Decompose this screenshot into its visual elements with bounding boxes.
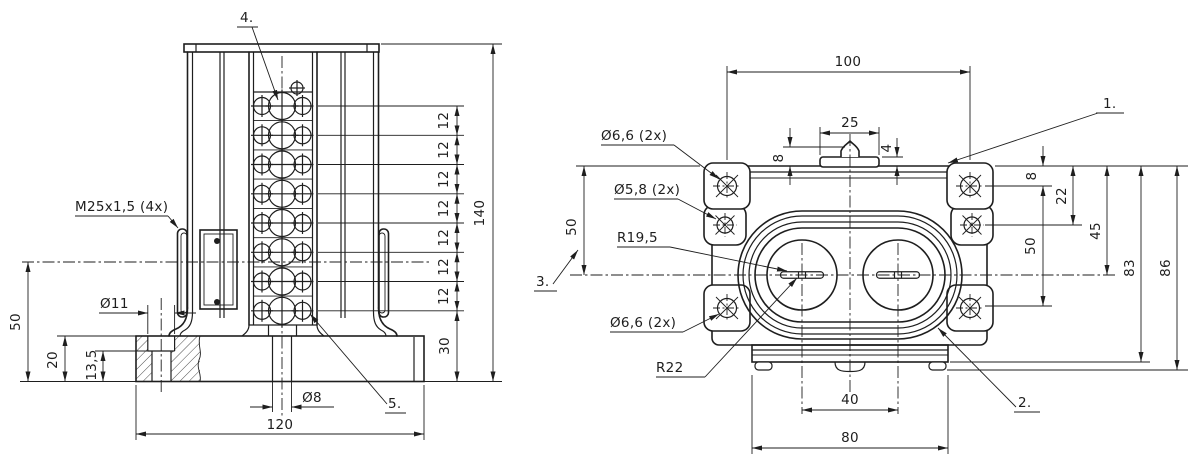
mount-hole-tr xyxy=(955,171,985,201)
cable-gland-left xyxy=(176,228,188,318)
dim-8-right: 8 xyxy=(1024,172,1040,181)
dim-12: 12 xyxy=(436,200,452,218)
gland-callout: M25x1,5 (4x) xyxy=(75,199,179,229)
dim-12: 12 xyxy=(436,287,452,305)
callout-1-label: 1. xyxy=(1103,96,1116,112)
dim-50-right: 50 xyxy=(1023,237,1039,255)
gland-label: M25x1,5 (4x) xyxy=(75,199,168,215)
dim-13-5: 13,5 xyxy=(84,349,100,380)
label-hole-top: Ø6,6 (2x) xyxy=(601,128,720,180)
dim-30: 30 xyxy=(437,337,453,355)
callout-2-label: 2. xyxy=(1018,395,1031,411)
callout-4: 4. xyxy=(237,10,279,101)
callout-3: 3. xyxy=(534,249,579,292)
dim-12: 12 xyxy=(436,229,452,247)
dim-20: 20 xyxy=(45,351,61,369)
svg-text:R19,5: R19,5 xyxy=(617,230,658,246)
dim-12: 12 xyxy=(436,170,452,188)
dim-140: 140 xyxy=(472,200,488,227)
dim-25: 25 xyxy=(841,115,859,131)
side-hole-left xyxy=(712,212,738,238)
dim-40: 40 xyxy=(841,392,859,408)
dimensions-left-view xyxy=(25,44,496,437)
dim-45: 45 xyxy=(1088,222,1104,240)
label-hole-bottom: Ø6,6 (2x) xyxy=(610,313,720,333)
dim-100: 100 xyxy=(835,54,862,70)
extension-lines-top-view xyxy=(576,66,1188,454)
dim-80: 80 xyxy=(841,430,859,446)
dim-d8: Ø8 xyxy=(302,390,322,406)
extension-lines-left-view xyxy=(20,43,502,440)
callout-4-label: 4. xyxy=(240,10,253,26)
dim-12: 12 xyxy=(436,141,452,159)
dim-12: 12 xyxy=(436,112,452,130)
svg-text:R22: R22 xyxy=(656,360,683,376)
side-hole-right xyxy=(959,212,985,238)
dim-120: 120 xyxy=(267,417,294,433)
terminal-block xyxy=(241,51,325,337)
housing-body xyxy=(168,43,398,337)
dim-8-top: 8 xyxy=(771,154,787,163)
dim-86: 86 xyxy=(1158,259,1174,277)
label-hole-side: Ø5,8 (2x) xyxy=(614,182,717,220)
cable-gland-right xyxy=(378,228,390,318)
side-cover-plate xyxy=(199,229,238,310)
base-plate xyxy=(135,298,425,392)
callout-1: 1. xyxy=(947,96,1124,164)
dim-50-left-top-view: 50 xyxy=(564,218,580,236)
svg-text:Ø5,8 (2x): Ø5,8 (2x) xyxy=(614,182,680,198)
callout-5: 5. xyxy=(309,313,406,414)
svg-text:Ø6,6 (2x): Ø6,6 (2x) xyxy=(610,315,676,331)
label-radius-outer: R22 xyxy=(656,277,798,378)
top-view: 100 25 8 4 50 8 22 45 50 83 86 40 80 Ø6,… xyxy=(534,54,1188,454)
label-radius-inner: R19,5 xyxy=(617,230,788,272)
callout-3-label: 3. xyxy=(536,274,549,290)
callout-5-label: 5. xyxy=(388,396,401,412)
dimensions-top-view xyxy=(581,69,1180,451)
break-line xyxy=(197,335,201,382)
dim-4: 4 xyxy=(879,144,895,153)
dim-12: 12 xyxy=(436,258,452,276)
callout-2: 2. xyxy=(937,327,1040,413)
foot-left xyxy=(754,361,773,371)
top-pad xyxy=(819,139,880,168)
front-view: 140 30 12 12 12 12 12 12 12 50 20 13,5 Ø… xyxy=(8,10,502,440)
mount-hole-bl xyxy=(712,293,742,323)
mount-hole-tl xyxy=(712,171,742,201)
dim-d11: Ø11 xyxy=(100,296,129,312)
dim-50-left: 50 xyxy=(8,313,24,331)
dim-83: 83 xyxy=(1122,259,1138,277)
svg-text:Ø6,6 (2x): Ø6,6 (2x) xyxy=(601,128,667,144)
mount-hole-br xyxy=(955,293,985,323)
foot-right xyxy=(928,361,947,371)
dim-22: 22 xyxy=(1054,187,1070,205)
